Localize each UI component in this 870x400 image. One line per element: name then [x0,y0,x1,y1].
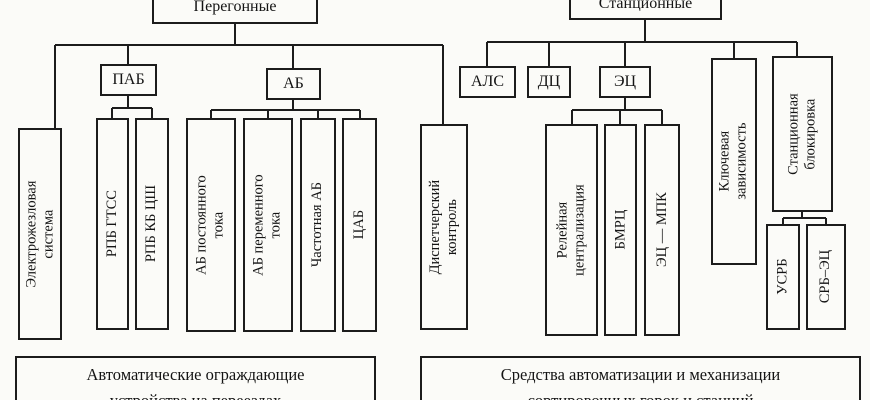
node-ab-peremennogo-toka: АБ переменного тока [243,118,293,332]
node-releynaya-centralizaciya-label: Релейная централизация [554,184,588,276]
node-releynaya-centralizaciya: Релейная централизация [545,124,598,336]
node-bmrts: БМРЦ [604,124,637,336]
node-avtomaticheskie-ograzhdayushchie: Автоматические ограждающие устройства на… [15,356,376,400]
node-peregonnye: Перегонные [152,0,318,24]
node-rpb-gtss: РПБ ГТСС [96,118,129,330]
node-usrb-label: УСРБ [774,258,791,296]
node-ets-mpk: ЭЦ — МПК [644,124,680,336]
node-peregonnye-label: Перегонные [193,0,277,16]
node-ets-label: ЭЦ [613,73,637,91]
node-ab: АБ [266,68,321,100]
node-dts-label: ДЦ [537,73,561,91]
node-avtomaticheskie-ograzhdayushchie-label: Автоматические ограждающие устройства на… [86,365,305,400]
node-rpb-gtss-label: РПБ ГТСС [103,190,120,258]
node-klyuchevaya-zavisimost: Ключевая зависимость [711,58,757,265]
node-stancionnaya-blokirovka-label: Станционная блокировка [785,93,819,175]
node-srb-ets-label: СРБ–ЭЦ [817,250,834,304]
node-usrb: УСРБ [766,224,800,330]
node-ab-label: АБ [283,75,304,93]
node-klyuchevaya-zavisimost-label: Ключевая зависимость [716,122,751,201]
node-sredstva-avtomatizacii-label: Средства автоматизации и механизации сор… [500,365,781,400]
node-srb-ets: СРБ–ЭЦ [806,224,846,330]
node-dispetcherskiy-kontrol-label: Диспетчерский контроль [426,179,461,275]
node-stancionnye: Станционные [569,0,722,20]
node-electrozhezlovaya-sistema: Электрожезловая система [18,128,62,340]
node-rpb-kb-tssh: РПБ КБ ЦШ [135,118,169,330]
node-chastotnaya-ab: Частотная АБ [300,118,336,332]
node-ab-postoyannogo-toka: АБ постоянного тока [186,118,236,332]
node-ab-peremennogo-toka-label: АБ переменного тока [250,174,284,276]
node-pab: ПАБ [100,64,157,96]
node-bmrts-label: БМРЦ [611,210,628,250]
node-stancionnye-label: Станционные [598,0,693,13]
node-dts: ДЦ [527,66,571,98]
node-ets: ЭЦ [599,66,651,98]
node-als: АЛС [459,66,516,98]
node-tsab-label: ЦАБ [350,210,367,240]
node-stancionnaya-blokirovka: Станционная блокировка [772,56,833,212]
node-ets-mpk-label: ЭЦ — МПК [653,192,670,268]
node-tsab: ЦАБ [342,118,377,332]
node-als-label: АЛС [470,73,505,91]
node-rpb-kb-tssh-label: РПБ КБ ЦШ [143,185,160,263]
node-chastotnaya-ab-label: Частотная АБ [309,182,326,268]
node-dispetcherskiy-kontrol: Диспетчерский контроль [420,124,468,330]
node-ab-postoyannogo-toka-label: АБ постоянного тока [193,175,227,275]
node-sredstva-avtomatizacii: Средства автоматизации и механизации сор… [420,356,861,400]
node-electrozhezlovaya-sistema-label: Электрожезловая система [22,180,57,288]
node-pab-label: ПАБ [112,71,145,89]
